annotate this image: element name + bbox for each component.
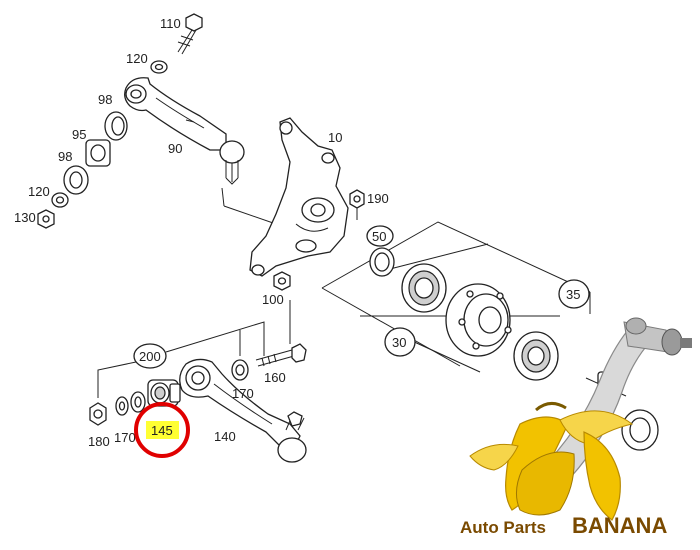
washer-120-bottom bbox=[51, 192, 69, 208]
highlight-ring bbox=[134, 402, 190, 458]
brand-watermark: Auto Parts BANANA bbox=[460, 317, 692, 538]
brand-text-1: Auto Parts bbox=[460, 518, 546, 537]
label-110: 110 bbox=[160, 16, 181, 31]
highlight-box bbox=[146, 421, 179, 439]
label-50: 50 bbox=[372, 229, 386, 244]
washer-120-top bbox=[150, 60, 168, 74]
label-90: 90 bbox=[168, 141, 182, 156]
brand-text-2: BANANA bbox=[572, 513, 667, 538]
label-140: 140 bbox=[214, 429, 236, 444]
label-35: 35 bbox=[566, 287, 580, 302]
label-170-left: 170 bbox=[114, 430, 136, 445]
steering-knuckle-10 bbox=[249, 117, 349, 277]
label-98-top: 98 bbox=[98, 92, 112, 107]
label-10: 10 bbox=[328, 130, 342, 145]
upper-arm-90 bbox=[124, 77, 245, 185]
bushing-98-top bbox=[104, 111, 128, 141]
label-95: 95 bbox=[72, 127, 86, 142]
bushing-145 bbox=[130, 379, 181, 413]
wheel-hub bbox=[445, 283, 512, 357]
lower-arm-group: 170 160 180 170 bbox=[88, 300, 307, 463]
banana-logo-icon bbox=[469, 402, 634, 521]
nut-190 bbox=[349, 189, 365, 220]
nut-130 bbox=[37, 209, 55, 229]
callout-35: 35 bbox=[558, 279, 590, 309]
label-30: 30 bbox=[392, 335, 406, 350]
nut-180 bbox=[89, 402, 107, 426]
bushing-95 bbox=[85, 139, 111, 167]
label-200: 200 bbox=[139, 349, 161, 364]
label-98-bottom: 98 bbox=[58, 149, 72, 164]
label-190: 190 bbox=[367, 191, 389, 206]
control-arm-photo bbox=[538, 317, 692, 479]
label-145: 145 bbox=[151, 423, 173, 438]
label-100: 100 bbox=[262, 292, 284, 307]
callout-30: 30 bbox=[384, 327, 416, 357]
label-130: 130 bbox=[14, 210, 36, 225]
highlight-145: 145 bbox=[134, 402, 190, 458]
washer-170-right bbox=[231, 359, 249, 381]
hub-bearing-group bbox=[321, 221, 591, 381]
bolt-160 bbox=[255, 343, 307, 367]
bushing-98-bottom bbox=[63, 165, 89, 195]
washer-170-left bbox=[115, 396, 129, 416]
upper-arm-group: 110 120 90 98 bbox=[14, 13, 277, 229]
label-160: 160 bbox=[264, 370, 286, 385]
callout-50: 50 bbox=[366, 225, 394, 247]
label-120-top: 120 bbox=[126, 51, 148, 66]
lower-arm-140 bbox=[179, 358, 307, 463]
label-120-bottom: 120 bbox=[28, 184, 50, 199]
bolt-110 bbox=[177, 13, 203, 55]
wheel-bearing bbox=[401, 263, 447, 313]
nut-100 bbox=[273, 271, 291, 291]
seal-50 bbox=[369, 247, 395, 277]
label-180: 180 bbox=[88, 434, 110, 449]
callout-200: 200 bbox=[133, 343, 167, 369]
outer-bearing bbox=[513, 331, 559, 381]
label-170-right: 170 bbox=[232, 386, 254, 401]
